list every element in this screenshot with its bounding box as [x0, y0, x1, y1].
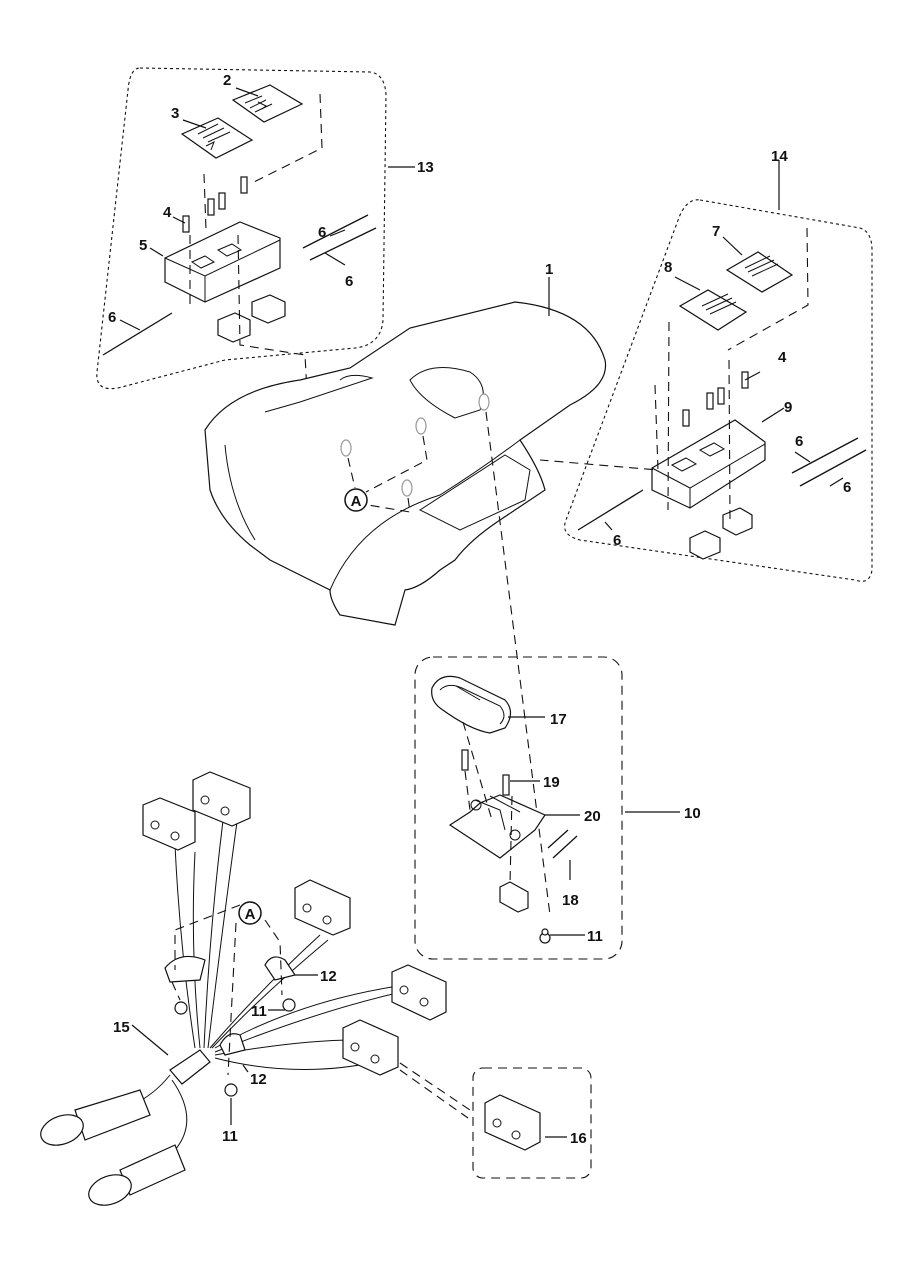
marker-label: A: [351, 493, 362, 510]
callout-12: 12: [320, 968, 337, 985]
group-13-assembly: [96, 67, 387, 451]
part-8-cap: [678, 289, 748, 331]
part-2-cap: [231, 84, 304, 123]
callout-11: 11: [251, 1003, 267, 1020]
callout-7: 7: [712, 223, 720, 240]
spring: [682, 409, 690, 427]
part-18-pin: [552, 835, 578, 859]
callout-13: 13: [417, 159, 434, 176]
part-6-pin: [791, 437, 859, 474]
callout-6: 6: [318, 224, 326, 241]
part-16-micro-switch: [484, 1094, 541, 1151]
part-1-cover: [204, 301, 607, 916]
callout-1: 1: [545, 261, 553, 278]
part-11-screw: [539, 928, 551, 944]
part-12-clip: [264, 956, 296, 981]
marker-label: A: [245, 906, 256, 923]
callout-11: 11: [587, 928, 603, 945]
group-10-assembly: [414, 656, 623, 960]
micro-switch: [391, 964, 447, 1021]
part-4-springs: [182, 176, 248, 233]
group-13-boundary: [96, 67, 387, 390]
callout-16: 16: [570, 1130, 587, 1147]
micro-switch: [192, 771, 251, 827]
part-4-springs: [682, 371, 749, 427]
part-7-cap: [725, 251, 794, 293]
micro-switch: [294, 879, 351, 936]
callout-2: 2: [223, 72, 231, 89]
callout-6: 6: [843, 479, 851, 496]
callout-4: 4: [778, 349, 787, 366]
group-14-boundary: [564, 199, 873, 582]
part-12-clip: [164, 955, 206, 983]
callout-5: 5: [139, 237, 147, 254]
micro-switch: [342, 1019, 399, 1076]
spring: [717, 387, 725, 405]
callout-18: 18: [562, 892, 579, 909]
group-16-boundary: [472, 1067, 592, 1179]
part-11-screw: [282, 998, 296, 1012]
part-6-pin: [309, 227, 377, 261]
spring: [240, 176, 248, 194]
part-3-cap: [180, 117, 254, 159]
callout-8: 8: [664, 259, 672, 276]
callout-3: 3: [171, 105, 179, 122]
callout-19: 19: [543, 774, 560, 791]
callout-11: 11: [222, 1128, 238, 1145]
part-11-screw: [174, 1001, 188, 1015]
spring: [182, 215, 190, 233]
grommets: [340, 393, 490, 497]
part-18-pin: [547, 829, 569, 849]
callout-17: 17: [550, 711, 567, 728]
callout-6: 6: [795, 433, 803, 450]
part-19-spring: [502, 774, 510, 796]
spring: [218, 192, 226, 210]
reference-marker-a: A: [344, 488, 368, 512]
part-9-housing: [651, 419, 766, 509]
harness-sleeve: [169, 1049, 211, 1085]
callout-6: 6: [345, 273, 353, 290]
part-12-clip: [219, 1033, 246, 1056]
callout-6: 6: [108, 309, 116, 326]
callout-10: 10: [684, 805, 701, 822]
part-20-plate: [448, 794, 546, 859]
micro-switch: [217, 294, 286, 343]
part-19-spring: [461, 749, 469, 771]
group-14-assembly: [539, 199, 873, 582]
group-10-boundary: [414, 656, 623, 960]
micro-switch: [499, 881, 529, 913]
part-15-wire-harness: [40, 771, 471, 1206]
part-5-housing: [164, 221, 281, 303]
spring: [706, 392, 714, 410]
micro-switch: [689, 507, 753, 560]
harness-connector: [40, 1089, 151, 1146]
group-16-assembly: [472, 1067, 592, 1179]
callout-15: 15: [113, 1019, 130, 1036]
part-6-pin: [102, 312, 173, 356]
spring: [207, 198, 215, 216]
callout-14: 14: [771, 148, 788, 165]
reference-marker-a: A: [238, 901, 262, 925]
callout-12: 12: [250, 1071, 267, 1088]
micro-switch: [142, 797, 196, 851]
callout-labels: 2 3 4 5 13 6 6 6 1 14 7 8 4 9 6 6 6 17 1…: [108, 72, 851, 1147]
part-6-pin: [577, 489, 644, 531]
part-17-button: [431, 675, 512, 734]
leader-lines: [119, 87, 844, 1138]
part-11-screw: [224, 1083, 238, 1097]
part-6-pin: [302, 214, 369, 249]
harness-connector: [88, 1144, 186, 1206]
callout-4: 4: [163, 204, 172, 221]
callout-9: 9: [784, 399, 792, 416]
part-6-pin: [799, 449, 867, 487]
callout-6: 6: [613, 532, 621, 549]
callout-20: 20: [584, 808, 601, 825]
